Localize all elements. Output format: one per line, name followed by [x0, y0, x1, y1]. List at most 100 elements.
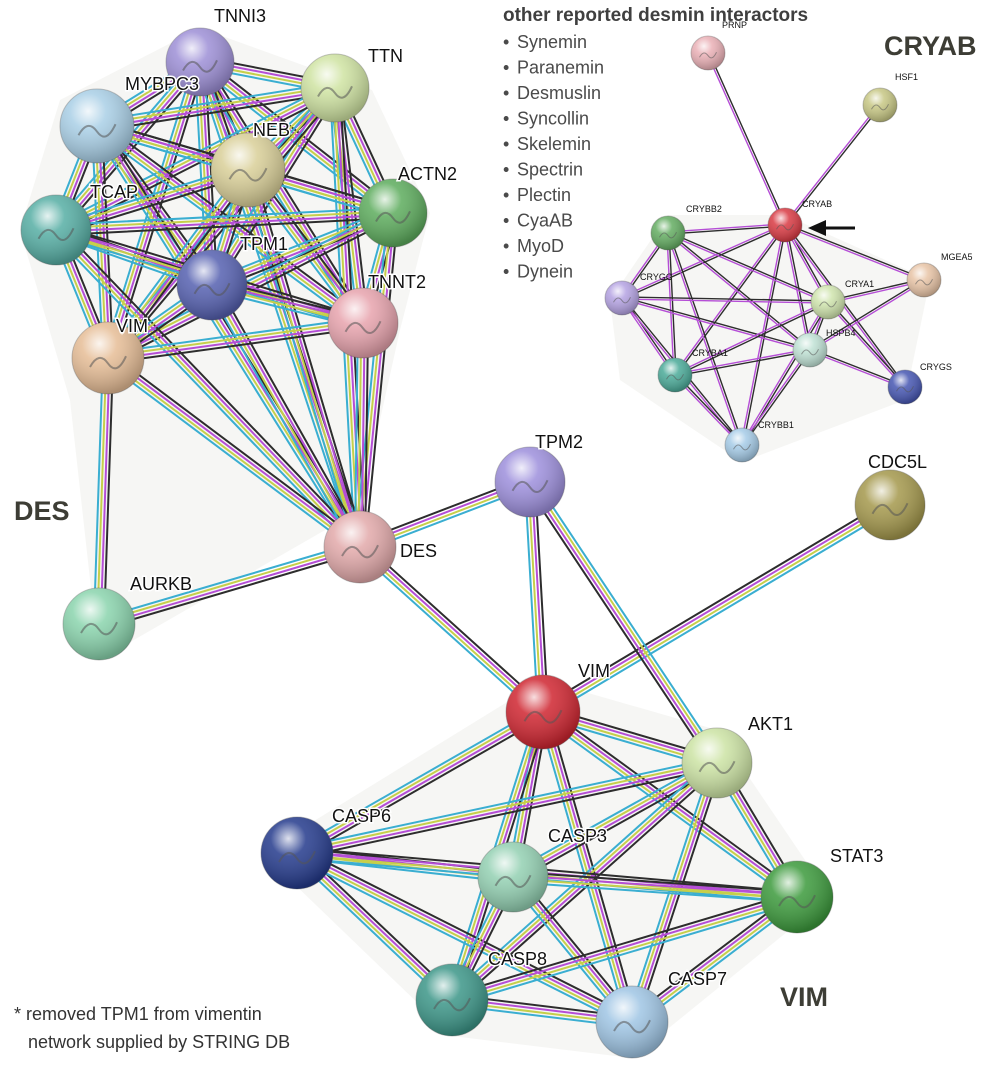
- cryab-network-title: CRYAB: [884, 31, 977, 61]
- protein-structure-icon: [494, 874, 532, 888]
- node-casp8[interactable]: CASP8: [415, 948, 549, 1037]
- node-mybpc3[interactable]: MYBPC3: [59, 73, 201, 164]
- node-crya1[interactable]: CRYA1: [810, 279, 874, 320]
- node-vim[interactable]: VIM: [505, 660, 612, 750]
- node-des[interactable]: DES: [323, 510, 439, 584]
- node-label: AKT1: [748, 714, 793, 734]
- node-label: TTN: [368, 46, 403, 66]
- edge-cryab-crybb2: [667, 223, 786, 235]
- node-casp6[interactable]: CASP6: [260, 805, 393, 890]
- bullet-icon: •: [503, 83, 509, 103]
- edge-crybb2-crybb1: [666, 231, 744, 447]
- node-label: NEB: [253, 120, 290, 140]
- edge-casp3-stat3: [511, 870, 799, 904]
- edge-tcap-des: [51, 225, 365, 552]
- node-gloss: [301, 54, 369, 122]
- node-label: CRYBA1: [692, 348, 728, 358]
- node-label: TNNI3: [214, 6, 266, 26]
- node-gloss: [60, 89, 134, 163]
- node-gloss: [211, 133, 285, 207]
- node-label: STAT3: [830, 846, 883, 866]
- protein-structure-icon: [778, 894, 816, 909]
- node-label: CRYA1: [845, 279, 874, 289]
- interactor-item: Desmuslin: [517, 83, 601, 103]
- node-vim[interactable]: VIM: [71, 315, 150, 395]
- node-cryab[interactable]: CRYAB: [767, 199, 832, 243]
- edge-neb-des: [242, 167, 366, 550]
- node-stat3[interactable]: STAT3: [760, 845, 885, 934]
- edge-hspb4-cryba1: [674, 348, 811, 377]
- node-gloss: [416, 964, 488, 1036]
- node-hspb4[interactable]: HSPB4: [792, 328, 856, 368]
- footnote-line-2: network supplied by STRING DB: [28, 1032, 290, 1052]
- node-gloss: [658, 358, 692, 392]
- node-aurkb[interactable]: AURKB: [62, 573, 194, 661]
- protein-structure-icon: [776, 223, 794, 231]
- edge-hspb4-mgea5: [808, 278, 926, 352]
- edge-ttn-mybpc3: [95, 81, 337, 133]
- node-akt1[interactable]: AKT1: [681, 713, 795, 799]
- node-casp7[interactable]: CASP7: [595, 968, 729, 1059]
- node-crybb1[interactable]: CRYBB1: [724, 420, 794, 463]
- vim-network-title: VIM: [780, 982, 828, 1012]
- node-gloss: [166, 28, 234, 96]
- edge-hsf1-cryab: [783, 103, 882, 227]
- edge-prnp-cryab: [706, 51, 787, 227]
- bullet-icon: •: [503, 134, 509, 154]
- node-actn2[interactable]: ACTN2: [358, 163, 459, 248]
- interactor-item: Paranemin: [517, 58, 604, 78]
- node-cryba1[interactable]: CRYBA1: [657, 348, 728, 393]
- edge-crya1-crygs: [826, 300, 907, 389]
- node-gloss: [495, 447, 565, 517]
- protein-structure-icon: [871, 502, 909, 516]
- protein-structure-icon: [511, 479, 549, 493]
- node-hsf1[interactable]: HSF1: [862, 72, 918, 123]
- interactor-item: Syncollin: [517, 109, 589, 129]
- node-gloss: [651, 216, 685, 250]
- protein-structure-icon: [666, 373, 684, 381]
- edge-cryab-mgea5: [783, 223, 926, 282]
- node-label: TNNT2: [368, 272, 426, 292]
- node-crygc[interactable]: CRYGC: [604, 272, 673, 316]
- node-crygs[interactable]: CRYGS: [887, 362, 952, 405]
- node-casp3[interactable]: CASP3: [477, 825, 609, 913]
- protein-structure-icon: [699, 51, 717, 59]
- edge-akt1-casp6: [294, 757, 720, 859]
- edge-akt1-casp3: [509, 757, 721, 883]
- node-label: TPM1: [240, 234, 288, 254]
- node-gloss: [63, 588, 135, 660]
- bullet-icon: •: [503, 32, 509, 52]
- node-ttn[interactable]: TTN: [300, 45, 405, 123]
- des-network-title: DES: [14, 496, 70, 526]
- node-gloss: [811, 285, 845, 319]
- node-tcap[interactable]: TCAP: [20, 181, 140, 266]
- node-label: CASP3: [548, 826, 607, 846]
- edge-crygc-crya1: [621, 296, 829, 304]
- node-mgea5[interactable]: MGEA5: [906, 252, 973, 298]
- node-label: HSPB4: [826, 328, 856, 338]
- interactor-item: CyaAB: [517, 211, 573, 231]
- node-tpm1[interactable]: TPM1: [176, 233, 290, 321]
- edge-layer: [50, 51, 926, 1029]
- edge-akt1-tpm2: [524, 478, 723, 767]
- interactor-item: Synemin: [517, 32, 587, 52]
- footnote-line-1: * removed TPM1 from vimentin: [14, 1004, 262, 1024]
- node-label: AURKB: [130, 574, 192, 594]
- node-label: CRYGS: [920, 362, 952, 372]
- node-tnni3[interactable]: TNNI3: [165, 5, 268, 97]
- node-cdc5l[interactable]: CDC5L: [854, 451, 929, 541]
- node-label: CRYGC: [640, 272, 673, 282]
- node-label: CASP7: [668, 969, 727, 989]
- protein-structure-icon: [871, 103, 889, 111]
- node-gloss: [359, 179, 427, 247]
- node-crybb2[interactable]: CRYBB2: [650, 204, 722, 251]
- protein-structure-icon: [89, 355, 127, 370]
- node-label: CRYBB1: [758, 420, 794, 430]
- node-gloss: [888, 370, 922, 404]
- node-prnp[interactable]: PRNP: [690, 20, 747, 71]
- node-tpm2[interactable]: TPM2: [494, 431, 585, 518]
- node-neb[interactable]: NEB: [210, 119, 292, 208]
- node-tnnt2[interactable]: TNNT2: [327, 271, 428, 359]
- protein-structure-icon: [523, 709, 563, 724]
